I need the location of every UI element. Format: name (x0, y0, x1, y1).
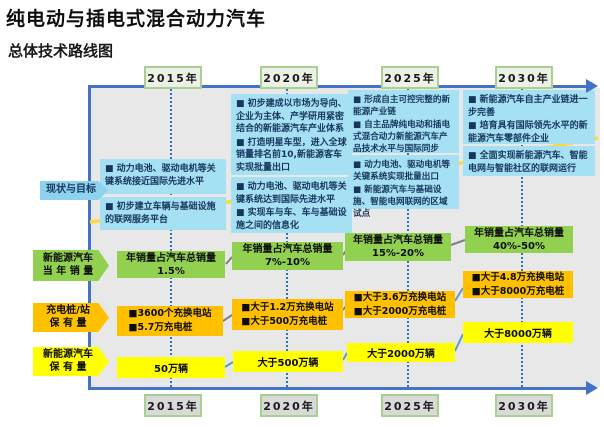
ownership-box-2025: 大于2000万辆 (347, 343, 455, 362)
timeline-top-line (88, 85, 586, 88)
goal-item: ■ 新能源汽车与基础设施、智能电网联网的区域试点 (353, 185, 448, 220)
charging-box-2015: ■3600个充换电站 ■5.7万充电桩 (117, 306, 223, 336)
sales-caption: 年销量占汽车总销量 (242, 244, 333, 255)
goals-box-2025-2: ■ 动力电池、驱动电机等关键系统实现批量出口 ■ 新能源汽车与基础设施、智能电网… (348, 155, 459, 219)
goals-box-2020-2: ■ 动力电池、驱动电机等关键系统达到国际先进水平 ■ 实现车与车、车与基础设施之… (231, 177, 352, 233)
ownership-value: 50万辆 (154, 364, 188, 375)
year-dashline-2015 (170, 89, 172, 387)
goal-item: ■ 初步建立车辆与基础设施的联网服务平台 (105, 202, 216, 225)
year-label-top-2030: 2030年 (495, 66, 553, 89)
year-label-bottom-2030: 2030年 (495, 394, 553, 417)
goal-item: ■ 动力电池、驱动电机等关键系统接近国际先进水平 (105, 164, 216, 187)
sales-caption: 年销量占汽车总销量 (353, 235, 443, 246)
row-label-sales-line1: 新能源汽车 (43, 253, 93, 264)
row-label-charging-line1: 充电桩/站 (46, 305, 90, 316)
goal-item: ■ 形成自主可控完整的新能源产业链 (353, 95, 451, 118)
charging-box-2020: ■大于1.2万充换电站 ■大于500万充电桩 (232, 299, 343, 330)
goal-item: ■ 初步建成以市场为导向、企业为主体、产学研用紧密结合的新能源汽车产业体系 (236, 99, 347, 135)
page-subtitle: 总体技术路线图 (8, 42, 114, 60)
year-label-bottom-2015: 2015年 (144, 394, 202, 417)
row-label-status-text: 现状与目标 (46, 184, 96, 196)
row-label-sales-line2: 当 年 销 量 (42, 265, 94, 277)
charging-line: ■大于1.2万充换电站 (241, 301, 334, 313)
row-label-vehicle-stock: 新能源汽车 保 有 量 (33, 347, 109, 376)
goals-box-2025-1: ■ 形成自主可控完整的新能源产业链 ■ 自主品牌纯电动和插电式混合动力新能源汽车… (348, 90, 459, 155)
sales-box-2030: 年销量占汽车总销量 40%-50% (465, 226, 573, 253)
sales-box-2025: 年销量占汽车总销量 15%-20% (345, 233, 451, 261)
goals-box-2015-2: ■ 初步建立车辆与基础设施的联网服务平台 (100, 197, 226, 230)
goal-item: ■ 自主品牌纯电动和插电式混合动力新能源汽车产品技术水平与国际同步 (353, 120, 451, 155)
ownership-box-2015: 50万辆 (117, 357, 225, 378)
sales-box-2015: 年销量占汽车总销量 1.5% (117, 251, 225, 278)
row-label-charging-line2: 保 有 量 (49, 317, 87, 329)
goal-item: ■ 动力电池、驱动电机等关键系统达到国际先进水平 (236, 182, 347, 205)
row-label-ownership-line1: 新能源汽车 (43, 349, 93, 360)
row-label-ownership-line2: 保 有 量 (49, 361, 87, 373)
charging-line: ■大于4.8万充换电站 (471, 271, 565, 283)
goal-item: ■ 动力电池、驱动电机等关键系统实现批量出口 (353, 160, 451, 183)
year-dashline-2020 (286, 89, 288, 387)
goal-item: ■ 实现车与车、车与基础设施之间的信息化 (236, 208, 347, 231)
charging-line: ■大于500万充电桩 (241, 315, 328, 327)
charging-line: ■3600个充换电站 (128, 308, 212, 320)
goals-box-2030-2: ■ 全面实现新能源汽车、智能电网与智能社区的联网运行 (463, 146, 595, 176)
goals-box-2020-1: ■ 初步建成以市场为导向、企业为主体、产学研用紧密结合的新能源汽车产业体系 ■ … (231, 94, 352, 175)
goals-box-2015-1: ■ 动力电池、驱动电机等关键系统接近国际先进水平 (100, 159, 226, 194)
row-label-annual-sales: 新能源汽车 当 年 销 量 (33, 250, 109, 281)
charging-line: ■大于3.6万充换电站 (353, 291, 447, 303)
charging-line: ■5.7万充电桩 (128, 322, 193, 333)
charging-box-2030: ■大于4.8万充换电站 ■大于8000万充电桩 (463, 271, 573, 298)
timeline-bottom-arrow-icon (586, 381, 598, 395)
charging-line: ■大于8000万充电桩 (471, 285, 565, 297)
goals-box-2030-1: ■ 新能源汽车自主产业链进一步完善 ■ 培育具有国际领先水平的新能源汽车零部件企… (463, 90, 595, 144)
row-label-status-goals: 现状与目标 (40, 181, 108, 200)
charging-line: ■大于2000万充电桩 (353, 305, 447, 317)
sales-value: 40%-50% (492, 240, 546, 252)
sales-value: 1.5% (157, 265, 185, 277)
sales-box-2020: 年销量占汽车总销量 7%-10% (232, 242, 343, 270)
goal-item: ■ 新能源汽车自主产业链进一步完善 (468, 95, 588, 118)
year-label-top-2015: 2015年 (144, 66, 202, 89)
charging-box-2025: ■大于3.6万充换电站 ■大于2000万充电桩 (345, 291, 455, 318)
ownership-value: 大于8000万辆 (484, 329, 552, 340)
goal-item: ■ 全面实现新能源汽车、智能电网与智能社区的联网运行 (468, 151, 588, 174)
ownership-value: 大于2000万辆 (367, 349, 435, 360)
year-label-top-2020: 2020年 (260, 66, 318, 89)
page-title: 纯电动与插电式混合动力汽车 (6, 8, 267, 30)
year-label-bottom-2025: 2025年 (381, 394, 439, 417)
timeline-bottom-line (88, 387, 586, 390)
goal-item: ■ 打造明星车型，进入全球销量排名前10,新能源客车实现批量出口 (236, 137, 347, 173)
ownership-value: 大于500万辆 (257, 358, 319, 369)
row-label-charging-stock: 充电桩/站 保 有 量 (33, 303, 109, 332)
ownership-box-2020: 大于500万辆 (233, 351, 343, 372)
ownership-box-2030: 大于8000万辆 (463, 322, 573, 343)
sales-value: 15%-20% (371, 248, 425, 259)
sales-value: 7%-10% (264, 257, 311, 268)
year-label-top-2025: 2025年 (381, 66, 439, 89)
year-label-bottom-2020: 2020年 (260, 394, 318, 417)
sales-caption: 年销量占汽车总销量 (474, 227, 564, 239)
goal-item: ■ 培育具有国际领先水平的新能源汽车零部件企业 (468, 121, 588, 144)
timeline-top-arrow-icon (586, 79, 598, 93)
sales-caption: 年销量占汽车总销量 (126, 252, 216, 264)
